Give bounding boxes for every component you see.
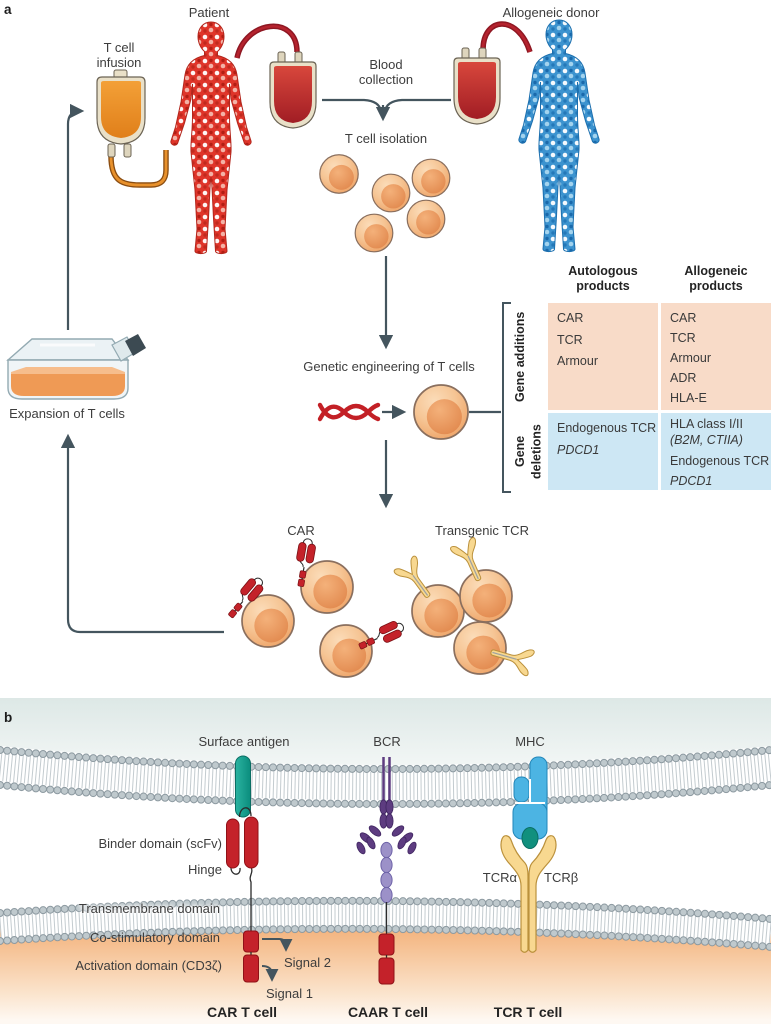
target-cell-region [0, 698, 771, 765]
costimulatory-domain-label: Co-stimulatory domain [89, 930, 220, 945]
activation-domain-label: Activation domain (CD3ζ) [75, 958, 222, 973]
binder-domain-label: Binder domain (scFv) [98, 836, 222, 851]
patient-tube [234, 23, 300, 59]
bcr-label: BCR [373, 734, 401, 749]
panel-b-artwork [0, 698, 771, 1024]
binder-domain-shape [244, 816, 259, 869]
flow-arrows [60, 98, 511, 634]
car-label: CAR [287, 523, 315, 538]
culture-flask-icon [6, 334, 146, 400]
transgenic-tcr-cells [392, 536, 536, 677]
donor-figure [518, 19, 600, 253]
signal-2-label: Signal 2 [284, 955, 331, 970]
bcr-shape [356, 799, 417, 855]
donor-blood-bag-icon [453, 47, 501, 125]
mhc-label: MHC [515, 734, 545, 749]
peptide-shape [521, 827, 539, 849]
signal2-arrow [262, 938, 293, 952]
surface-antigen-label: Surface antigen [198, 734, 290, 749]
t-cell-infusion-label: T cell infusion [96, 40, 142, 71]
caar-antigen-beads [380, 841, 393, 904]
tcr-beta-label: TCRβ [544, 870, 579, 885]
mhc-shape [512, 756, 548, 840]
tcr-structure [500, 756, 557, 953]
table-header-autologous: Autologous products [568, 264, 638, 293]
transgenic-tcr-label: Transgenic TCR [435, 523, 529, 538]
table-bracket [502, 302, 511, 493]
hinge-linker [249, 866, 253, 931]
tcr-alpha-label: TCRα [482, 870, 517, 885]
binder-domain-shape [226, 818, 240, 869]
engineered-t-cell [413, 384, 469, 440]
transmembrane-domain-label: Transmembrane domain [78, 901, 220, 916]
t-cell-isolation-label: T cell isolation [344, 131, 428, 146]
allogeneic-donor-label: Allogeneic donor [502, 5, 600, 20]
infusion-tube [108, 150, 169, 188]
costimulatory-domain-shape [243, 930, 259, 953]
table-header-allogeneic: Allogeneic products [684, 264, 748, 293]
activation-domain-shape [243, 954, 259, 983]
hinge-label: Hinge [188, 862, 222, 877]
signal1-arrow [261, 965, 279, 982]
expansion-label: Expansion of T cells [9, 406, 125, 421]
panel-a-artwork [6, 19, 600, 678]
genetic-engineering-label: Genetic engineering of T cells [303, 359, 475, 374]
tcr-shape [500, 835, 557, 953]
patient-label: Patient [188, 5, 230, 20]
car-t-cell-label: CAR T cell [206, 1004, 278, 1020]
surface-antigen-shape [235, 755, 251, 818]
patient-blood-bag-icon [269, 51, 317, 129]
table-cell-autologous-deletions: Endogenous TCR PDCD1 [548, 413, 658, 490]
car-t-cells [222, 536, 408, 678]
caar-structure [356, 757, 417, 985]
costimulatory-domain-shape [378, 933, 395, 956]
table-row-gene-deletions: Gene deletions [513, 424, 544, 479]
panel-a-label: a [4, 2, 12, 17]
blood-collection-label: Blood collection [358, 57, 414, 88]
table-row-gene-additions: Gene additions [513, 311, 527, 402]
table-cell-allogeneic-deletions: HLA class I/II (B2M, CTIIA) Endogenous T… [661, 413, 771, 490]
signal-1-label: Signal 1 [266, 986, 313, 1001]
donor-tube [480, 21, 533, 53]
tcr-t-cell-label: TCR T cell [493, 1004, 563, 1020]
dna-icon [317, 402, 381, 422]
activation-domain-shape [378, 957, 395, 985]
table-cell-autologous-additions: CAR TCR Armour [548, 303, 658, 410]
panel-b-label: b [4, 710, 13, 725]
caar-t-cell-label: CAAR T cell [347, 1004, 429, 1020]
isolated-t-cells [319, 154, 451, 253]
table-cell-allogeneic-additions: CAR TCR Armour ADR HLA-E [661, 303, 771, 410]
car-structure [226, 755, 293, 983]
infusion-bag-icon [96, 69, 146, 158]
